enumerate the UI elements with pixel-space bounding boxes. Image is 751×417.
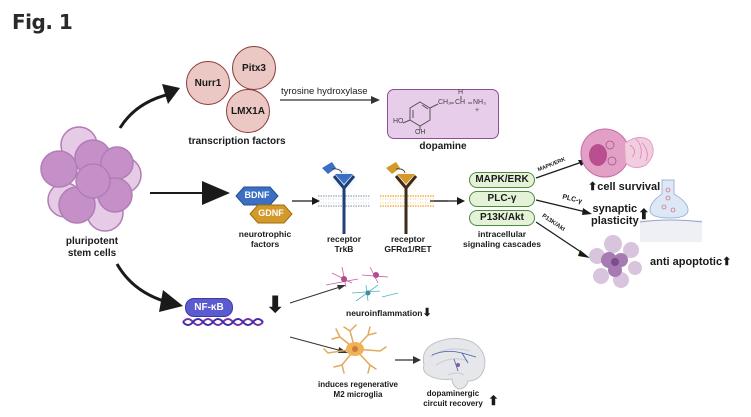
receptor-trkb-line1: receptor [326,234,361,244]
receptor-gfra1-line2: GFRα1/RET [384,244,432,254]
synaptic-text: synaptic [592,203,638,215]
cascade-p13k-akt: P13K/Akt [469,210,535,226]
dopamine-h: H [458,89,464,96]
stem-cell-cluster-icon [40,126,142,232]
cascade-mapk-erk: MAPK/ERK [469,172,535,188]
gdnf-label: GDNF [258,208,284,218]
down-arrow-icon: ⬇ [266,292,285,317]
up-arrow-icon: ⬆ [638,206,650,222]
stem-cells-label: pluripotent stem cells [52,236,132,260]
bdnf-gdnf-icon [235,186,293,224]
recovery-label-line2: circuit recovery [423,399,483,408]
dopamine-oh: OH [415,129,426,136]
neuroinflammation-label: neuroinflammation⬇ [346,307,432,319]
microglia-icon [323,324,387,374]
apoptotic-cell-icon [589,235,642,288]
up-arrow-icon: ⬆ [722,256,732,268]
outcome-anti-apoptotic: anti apoptotic⬆ [650,256,731,268]
arrow-to-cascades [430,197,465,205]
receptor-gfra1-ret-label: receptor GFRα1/RET [380,234,436,254]
bdnf-label: BDNF [244,190,270,200]
arrow-to-neurotrophic-factors [150,181,230,205]
stem-cells-label-line2: stem cells [67,248,117,259]
nfkb-badge: NF-κB [185,298,233,317]
dopamine-nh3: NH₃ [473,99,486,106]
up-arrow-icon: ⬆ [488,393,499,408]
figure-title: Fig. 1 [12,10,73,34]
brain-icon [422,337,486,390]
dopaminergic-recovery-label: dopaminergic circuit recovery [415,389,491,409]
neurotrophic-factors-label: neurotrophic factors [232,229,298,249]
receptor-trkb-line2: TrkB [334,244,354,254]
outcome-synaptic-plasticity: synaptic plasticity [591,203,639,227]
neuroinflammation-text: neuroinflammation [346,308,423,318]
dopamine-ch: CH [455,99,466,106]
up-arrow-icon: ⬆ [588,181,598,193]
arrow-to-nfkb [115,263,183,312]
cascade-plc-gamma: PLC-γ [469,191,535,207]
microglia-label-line1: induces regenerative [317,380,399,389]
neuroinflammation-icon [325,266,399,302]
receptor-membrane-icon [318,162,448,234]
arrow-to-brain [395,356,421,364]
dopamine-structure-box: HO OH CH₂ CH H NH₃ + [387,89,499,139]
microglia-label-line2: M2 microglia [333,390,383,399]
tf-lmx1a: LMX1A [226,89,270,133]
arrow-to-transcription-factors [118,84,180,129]
neurotrophic-label-line1: neurotrophic [238,229,292,239]
tf-nurr1: Nurr1 [186,61,230,105]
cell-survival-icon [580,128,654,178]
tyrosine-hydroxylase-label: tyrosine hydroxylase [281,86,368,97]
synapse-icon [639,179,703,242]
plasticity-text: plasticity [591,215,639,227]
dopamine-label: dopamine [419,141,467,152]
dopamine-ch2: CH₂ [438,99,451,106]
dopamine-ho: HO [393,118,404,125]
anti-apoptotic-text: anti apoptotic [650,256,723,268]
cascades-label: intracellular signaling cascades [452,229,552,249]
cascades-label-line1: intracellular [477,229,527,239]
receptor-trkb-label: receptor TrkB [320,234,368,254]
tf-pitx3: Pitx3 [232,46,276,90]
arrow-to-receptors [292,197,320,205]
outcome-cell-survival: ⬆cell survival [588,181,660,193]
arrow-tyrosine-hydroxylase [280,96,380,104]
cascades-label-line2: signaling cascades [463,239,541,249]
recovery-label-line1: dopaminergic [426,389,480,398]
stem-cells-label-line1: pluripotent [65,236,119,247]
dopamine-molecule-icon [402,96,472,130]
cell-survival-text: cell survival [597,181,661,193]
microglia-label: induces regenerative M2 microglia [312,380,404,400]
down-arrow-icon: ⬇ [422,307,432,319]
transcription-factors-label: transcription factors [188,136,286,147]
dopamine-plus: + [475,107,480,114]
dna-helix-icon [182,318,264,326]
neurotrophic-label-line2: factors [250,239,280,249]
receptor-gfra1-line1: receptor [390,234,425,244]
